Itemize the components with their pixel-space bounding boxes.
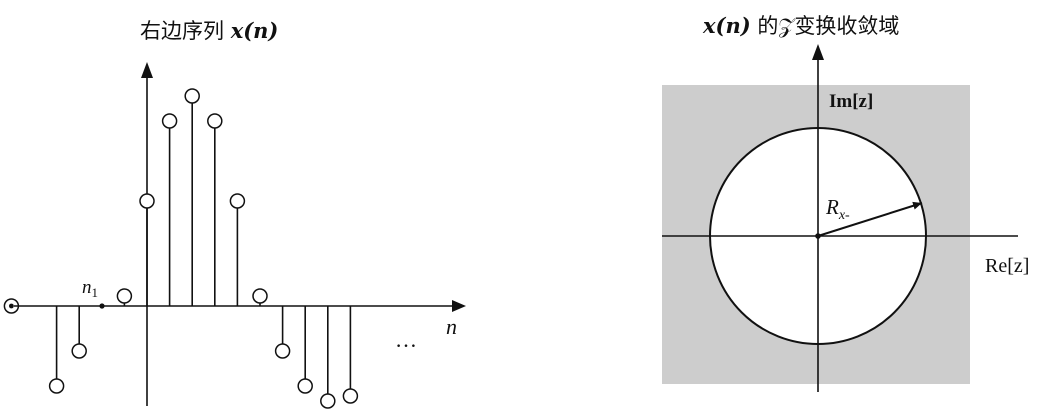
continuation-ellipsis: … bbox=[395, 327, 417, 352]
sample-marker bbox=[116, 288, 133, 304]
imaginary-axis-label: Im[z] bbox=[829, 91, 873, 112]
sample-marker bbox=[139, 193, 155, 209]
sample-marker bbox=[161, 113, 178, 129]
start-index-dot bbox=[99, 303, 105, 309]
sample-marker bbox=[48, 378, 65, 394]
sample-marker bbox=[71, 343, 87, 359]
zero-sample-marker bbox=[3, 298, 20, 314]
radius-arrow bbox=[817, 201, 923, 237]
stem-samples bbox=[3, 88, 359, 409]
sequence-plot: 右边序列 x(n) n … n1 bbox=[3, 18, 466, 409]
sample-marker bbox=[229, 193, 246, 209]
sample-marker bbox=[320, 393, 336, 409]
n-axis-label: n bbox=[446, 314, 457, 339]
zero-sample-dot bbox=[9, 303, 14, 309]
sample-marker bbox=[342, 388, 359, 404]
n-axis-arrow bbox=[452, 300, 466, 312]
real-axis-label: Re[z] bbox=[985, 255, 1029, 277]
roc-plot: x(n) 的𝒵变换收敛域 Im[z] Re[z] Rx- bbox=[662, 13, 1029, 392]
sequence-title: 右边序列 x(n) bbox=[140, 18, 278, 43]
start-index-label: n1 bbox=[82, 277, 98, 300]
sample-marker bbox=[297, 378, 313, 394]
sample-marker bbox=[184, 88, 200, 104]
radius-label: Rx- bbox=[825, 195, 850, 223]
amplitude-axis-arrow bbox=[141, 62, 153, 78]
imaginary-axis-arrow bbox=[812, 44, 824, 60]
roc-title: x(n) 的𝒵变换收敛域 bbox=[702, 13, 899, 38]
sample-marker bbox=[207, 113, 223, 129]
sample-marker bbox=[252, 288, 268, 304]
sample-marker bbox=[274, 343, 291, 359]
